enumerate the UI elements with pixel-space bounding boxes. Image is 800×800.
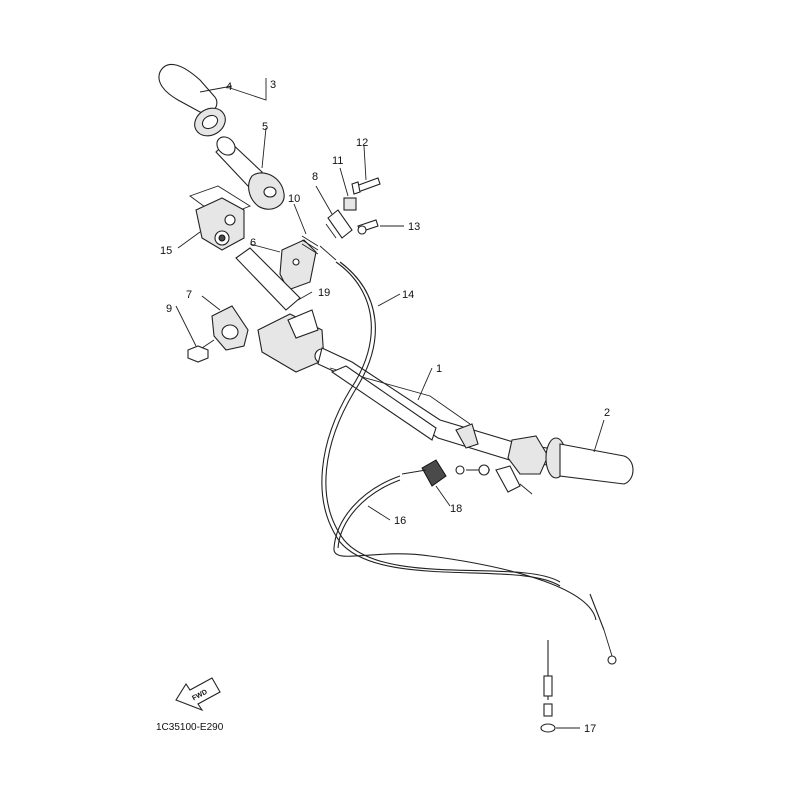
callout-1: 1 — [436, 363, 442, 375]
callout-14: 14 — [402, 289, 414, 301]
handlebar-left-tube — [235, 247, 301, 311]
clutch-bracket — [495, 435, 549, 495]
bracket-8 — [325, 209, 353, 239]
callout-5: 5 — [262, 121, 268, 133]
fwd-arrow-icon: FWD — [175, 677, 221, 712]
leader-lines — [175, 78, 605, 729]
callout-16: 16 — [394, 515, 406, 527]
callout-10: 10 — [288, 193, 300, 205]
cable-adjuster — [401, 459, 490, 487]
callout-3: 3 — [270, 79, 276, 91]
callout-13: 13 — [408, 221, 420, 233]
callout-9: 9 — [166, 303, 172, 315]
throttle-cable — [321, 261, 561, 587]
callout-18: 18 — [450, 503, 462, 515]
spring-10 — [301, 235, 337, 261]
right-grip — [545, 437, 634, 485]
lower-cable-end — [540, 640, 556, 733]
throttle-housing — [189, 185, 251, 251]
upper-holder — [279, 239, 317, 291]
clutch-cable — [333, 475, 617, 665]
callout-4: 4 — [226, 81, 232, 93]
callout-11: 11 — [332, 155, 343, 167]
callout-19: 19 — [318, 287, 330, 299]
callout-8: 8 — [312, 171, 318, 183]
lower-holder — [211, 305, 249, 351]
callouts: 1 2 3 4 5 6 7 8 9 10 11 12 13 14 15 16 1… — [160, 79, 610, 735]
callout-15: 15 — [160, 245, 172, 257]
callout-2: 2 — [604, 407, 610, 419]
nut-11 — [343, 197, 357, 211]
callout-7: 7 — [186, 289, 192, 301]
screw-13 — [357, 219, 379, 235]
diagram-code: 1C35100-E290 — [156, 722, 224, 733]
callout-12: 12 — [356, 137, 368, 149]
bolt-12 — [351, 177, 381, 195]
throttle-tube — [215, 136, 285, 210]
callout-17: 17 — [584, 723, 596, 735]
bolt-9 — [187, 339, 215, 363]
left-grip — [158, 63, 226, 137]
callout-6: 6 — [250, 237, 256, 249]
